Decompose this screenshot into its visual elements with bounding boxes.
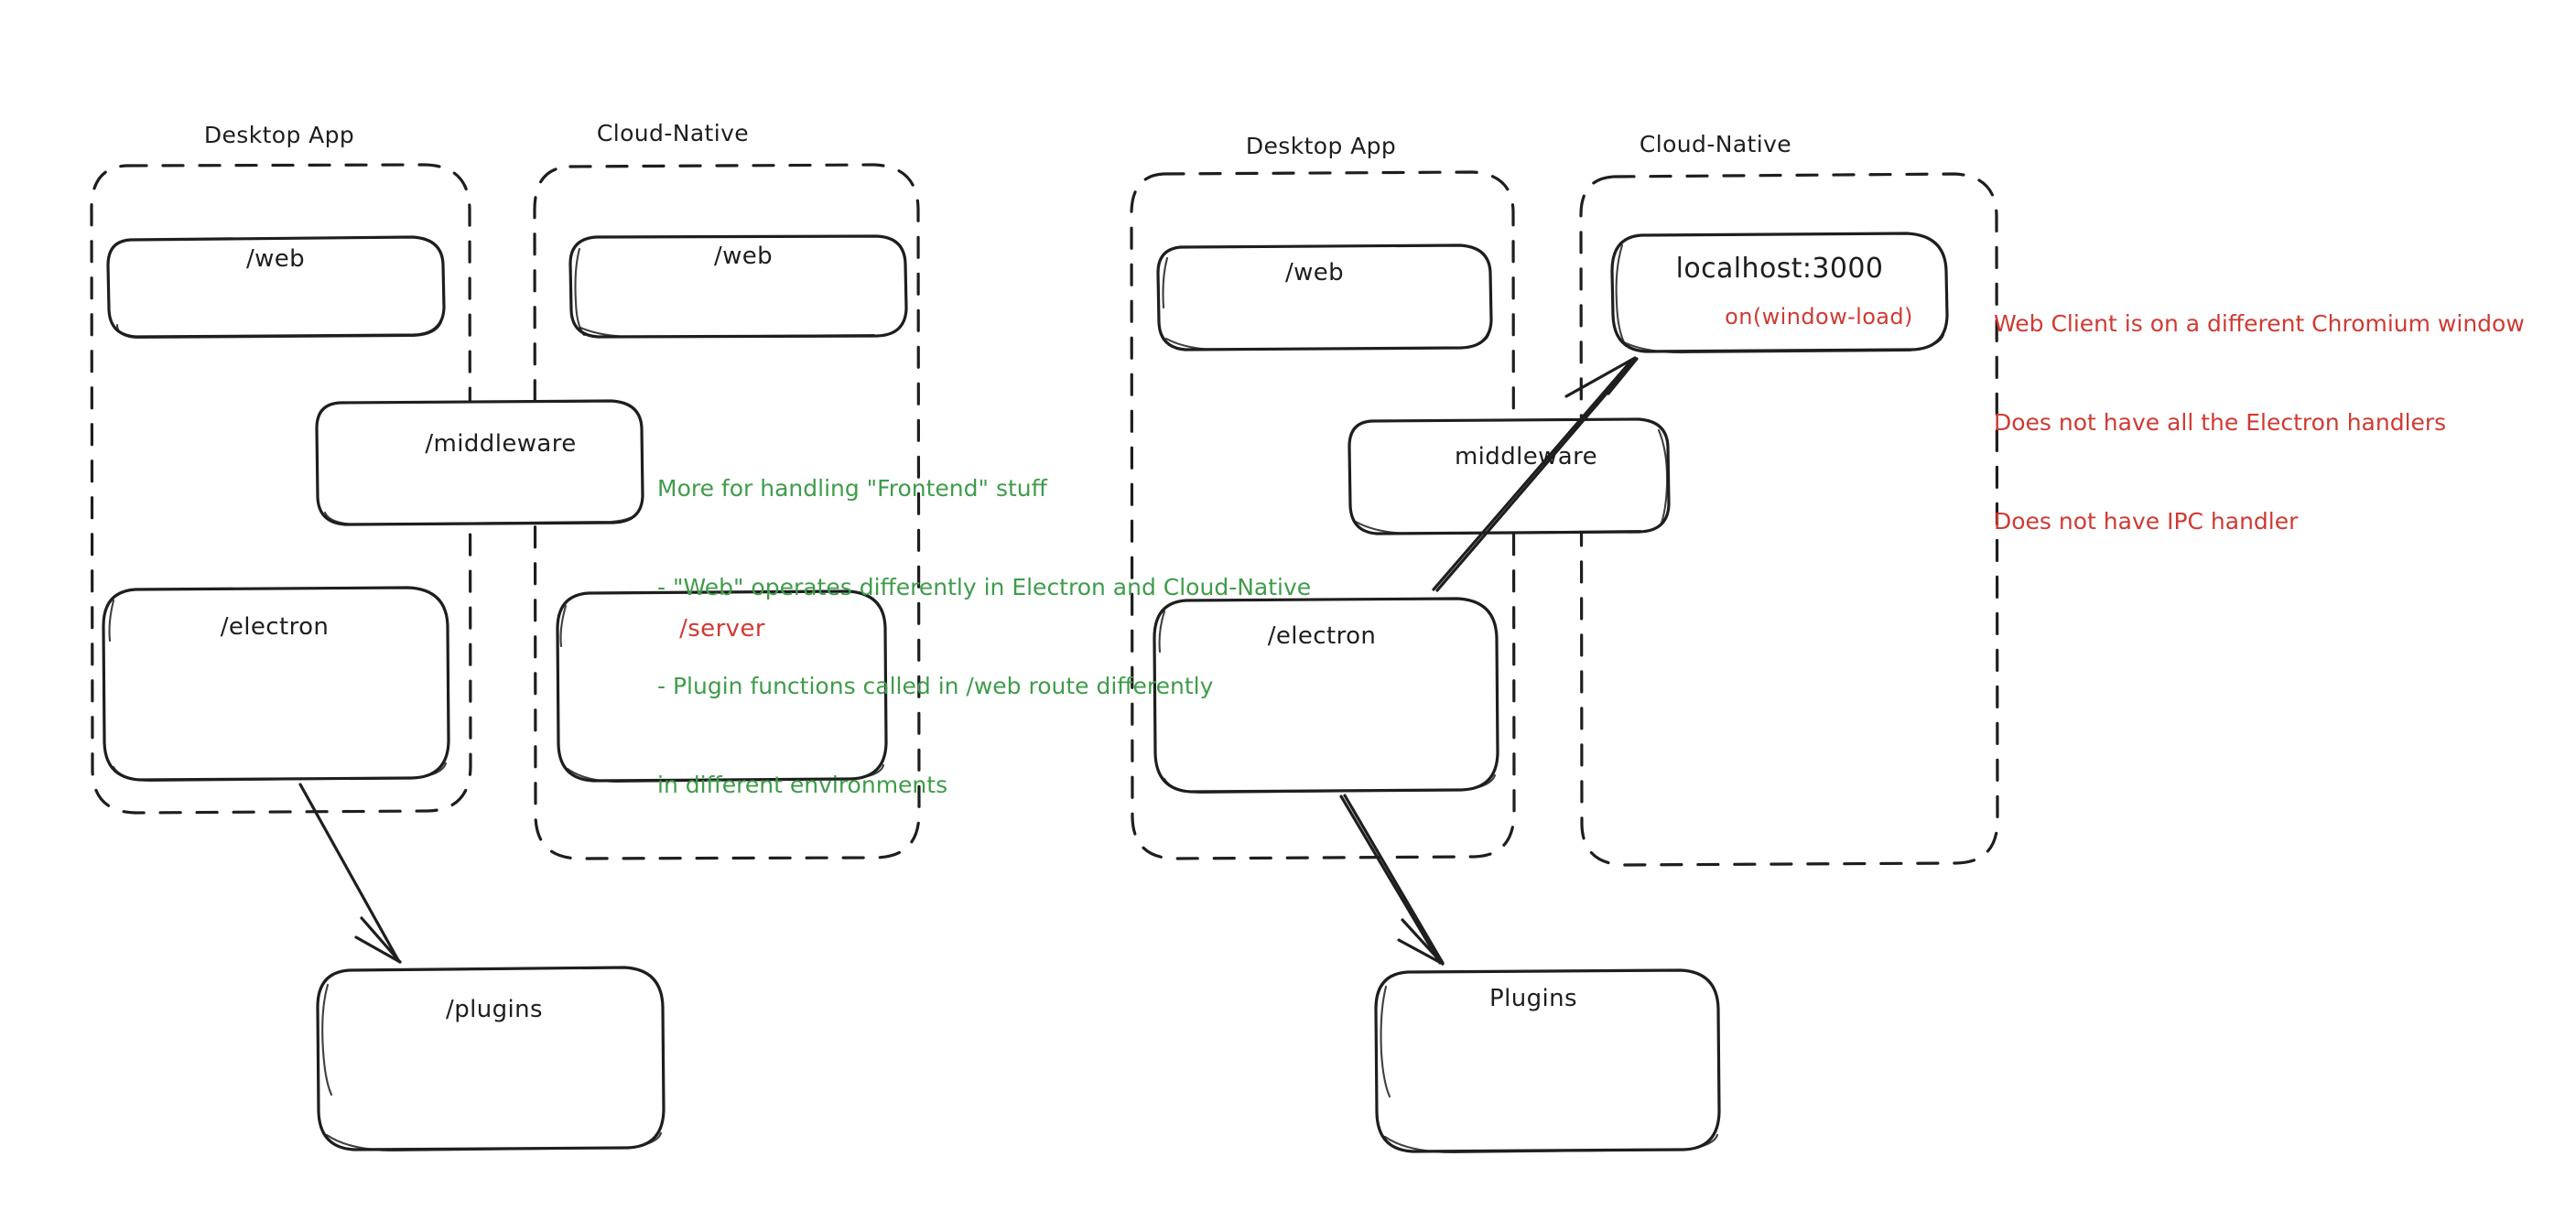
web-client-note-line-1: Web Client is on a different Chromium wi…	[1994, 310, 2525, 337]
node-localhost-3000[interactable]	[1610, 232, 1949, 354]
group-title-desktop-app-right: Desktop App	[1245, 133, 1397, 159]
node-label-plugins-right: Plugins	[1489, 985, 1577, 1012]
frontend-note-line-3: - Plugin functions called in /web route …	[657, 673, 1214, 699]
node-middleware-left[interactable]	[315, 399, 644, 526]
arrow-electron-to-plugins-left	[298, 783, 402, 964]
node-label-localhost-3000: localhost:3000	[1675, 253, 1884, 285]
web-client-note-line-2: Does not have all the Electron handlers	[1994, 409, 2447, 436]
group-title-cloud-native-left: Cloud-Native	[596, 120, 750, 146]
frontend-note-line-1: More for handling "Frontend" stuff	[657, 475, 1047, 502]
node-sublabel-on-window-load: on(window-load)	[1725, 304, 1913, 330]
group-title-cloud-native-right: Cloud-Native	[1639, 131, 1792, 157]
node-label-electron-left: /electron	[220, 613, 330, 641]
node-label-electron-right: /electron	[1267, 622, 1377, 650]
frontend-note-line-2: - "Web" operates differently in Electron…	[657, 574, 1312, 600]
node-label-plugins-left: /plugins	[446, 996, 543, 1023]
frontend-note: More for handling "Frontend" stuff - "We…	[657, 406, 1311, 868]
node-label-web-cloud: /web	[713, 243, 774, 270]
group-title-desktop-app-left: Desktop App	[203, 122, 355, 148]
node-label-server-left: /server	[679, 615, 765, 643]
node-label-web-desktop-2: /web	[1284, 259, 1345, 286]
arrow-electron-to-plugins-right	[1339, 794, 1445, 966]
web-client-note-line-3: Does not have IPC handler	[1994, 508, 2299, 535]
frontend-note-line-4: in different environments	[657, 772, 948, 798]
node-middleware-right[interactable]	[1348, 417, 1671, 535]
node-label-middleware-left: /middleware	[425, 430, 577, 458]
node-label-middleware-right: middleware	[1454, 443, 1598, 470]
web-client-note: Web Client is on a different Chromium wi…	[1994, 242, 2525, 604]
node-plugins-left[interactable]	[316, 966, 666, 1152]
node-label-web-desktop: /web	[245, 245, 306, 273]
arrow-electron-to-localhost	[1432, 356, 1639, 592]
